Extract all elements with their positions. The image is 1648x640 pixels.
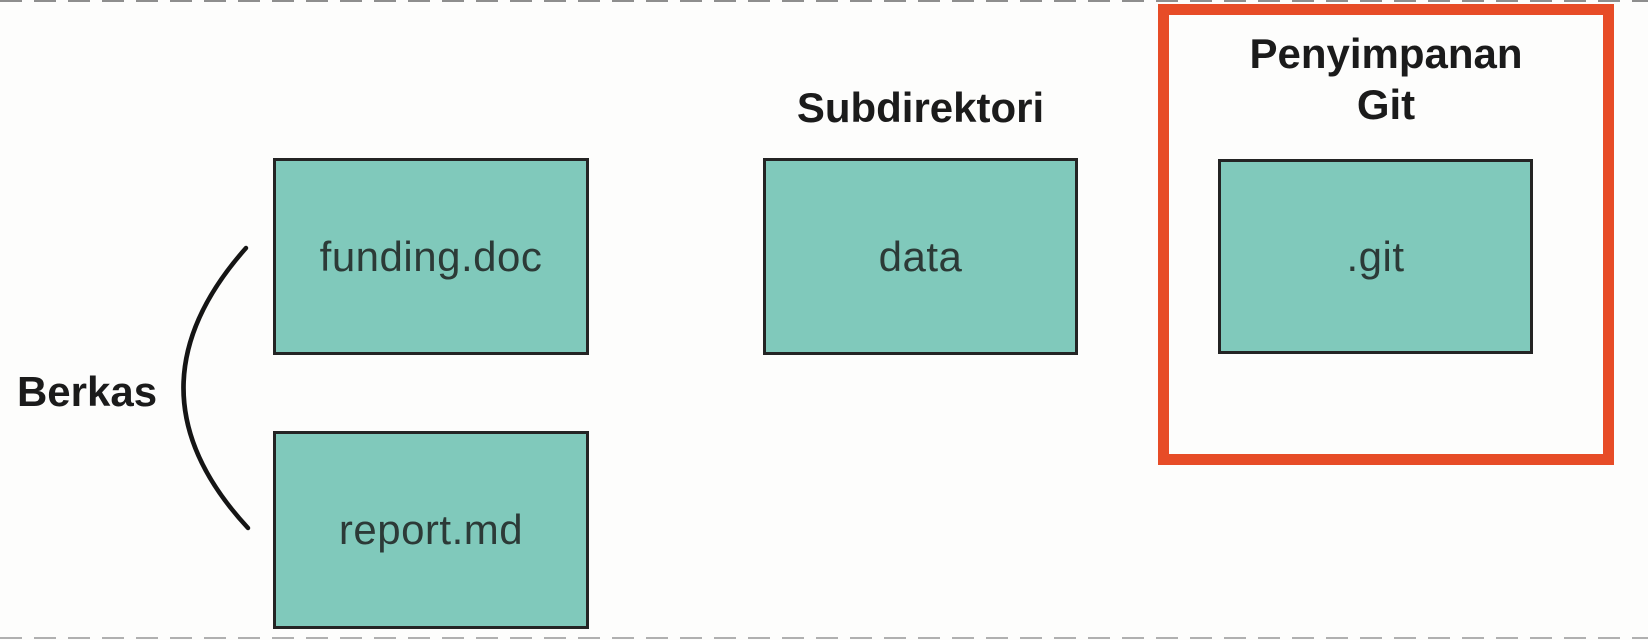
top-edge-artifact-line	[0, 0, 1648, 2]
git-directory-node: .git	[1218, 159, 1533, 354]
git-storage-heading: Penyimpanan Git	[1249, 30, 1523, 129]
bottom-edge-artifact-line	[0, 637, 1648, 639]
file-node-report-md: report.md	[273, 431, 589, 629]
subdirectory-heading: Subdirektori	[796, 84, 1045, 131]
file-node-funding-doc: funding.doc	[273, 158, 589, 355]
git-storage-highlight-rect	[1158, 4, 1614, 465]
files-group-label: Berkas	[16, 368, 158, 415]
subdirectory-node-data: data	[763, 158, 1078, 355]
